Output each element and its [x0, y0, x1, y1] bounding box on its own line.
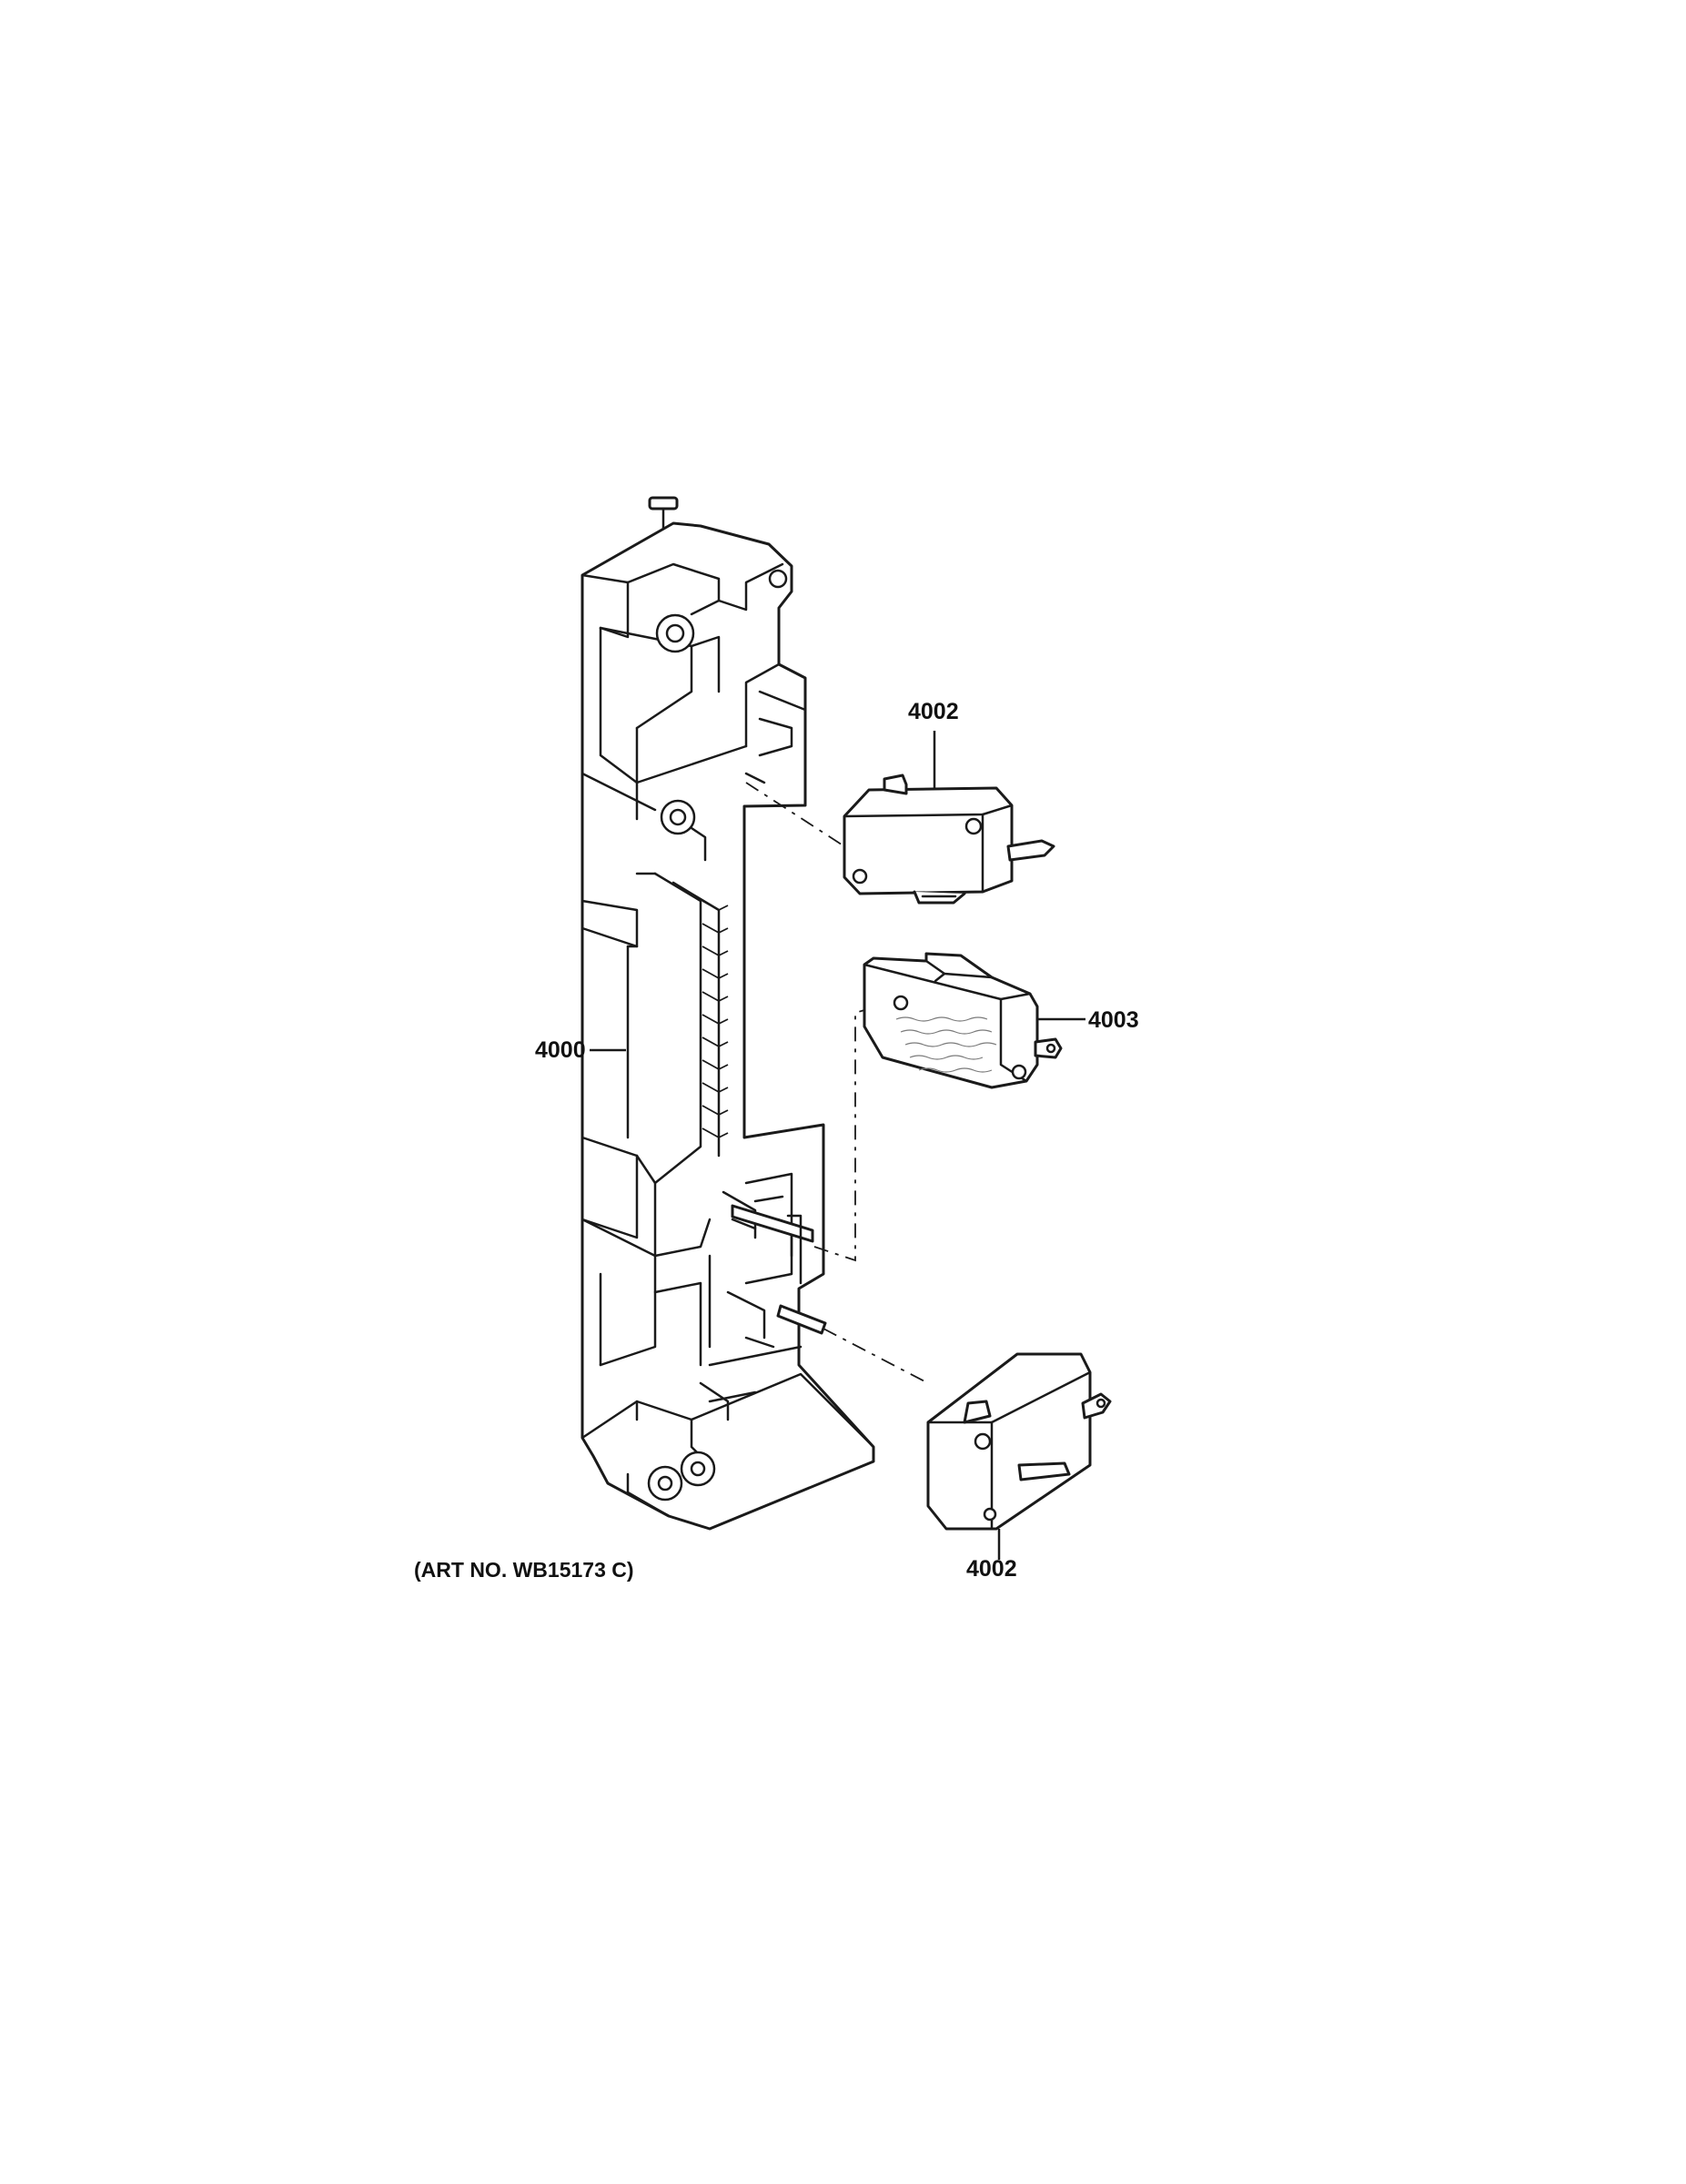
- switch-top-4002: [843, 774, 1055, 905]
- rack-teeth: [702, 900, 729, 1138]
- screw-hole-upper-right: [768, 569, 788, 589]
- alignment-lines: [745, 782, 929, 1384]
- latch-body-4000: [581, 496, 875, 1531]
- callout-4000: 4000: [535, 1037, 626, 1063]
- screw-hole-bottom-right: [680, 1451, 716, 1487]
- part-number-4002-top: 4002: [908, 699, 959, 724]
- screw-hole-top: [655, 613, 695, 653]
- switch-middle-4003: [863, 952, 1063, 1089]
- switch-bottom-4002: [926, 1352, 1112, 1531]
- part-number-4003: 4003: [1088, 1007, 1139, 1033]
- screw-hole-bottom-left: [647, 1465, 683, 1502]
- pin-upper: [731, 1204, 814, 1285]
- part-number-4002-bottom: 4002: [966, 1556, 1017, 1582]
- callout-4002-top: 4002: [908, 699, 959, 788]
- callout-4002-bottom: 4002: [966, 1529, 1017, 1582]
- label-texture: [895, 1016, 997, 1073]
- callout-4003: 4003: [1037, 1007, 1139, 1033]
- art-number: (ART NO. WB15173 C): [414, 1558, 634, 1582]
- art-number-text: (ART NO. WB15173 C): [414, 1558, 634, 1582]
- screw-hole-mid: [660, 799, 696, 835]
- pin-lower: [776, 1304, 827, 1335]
- part-number-4000: 4000: [535, 1037, 586, 1063]
